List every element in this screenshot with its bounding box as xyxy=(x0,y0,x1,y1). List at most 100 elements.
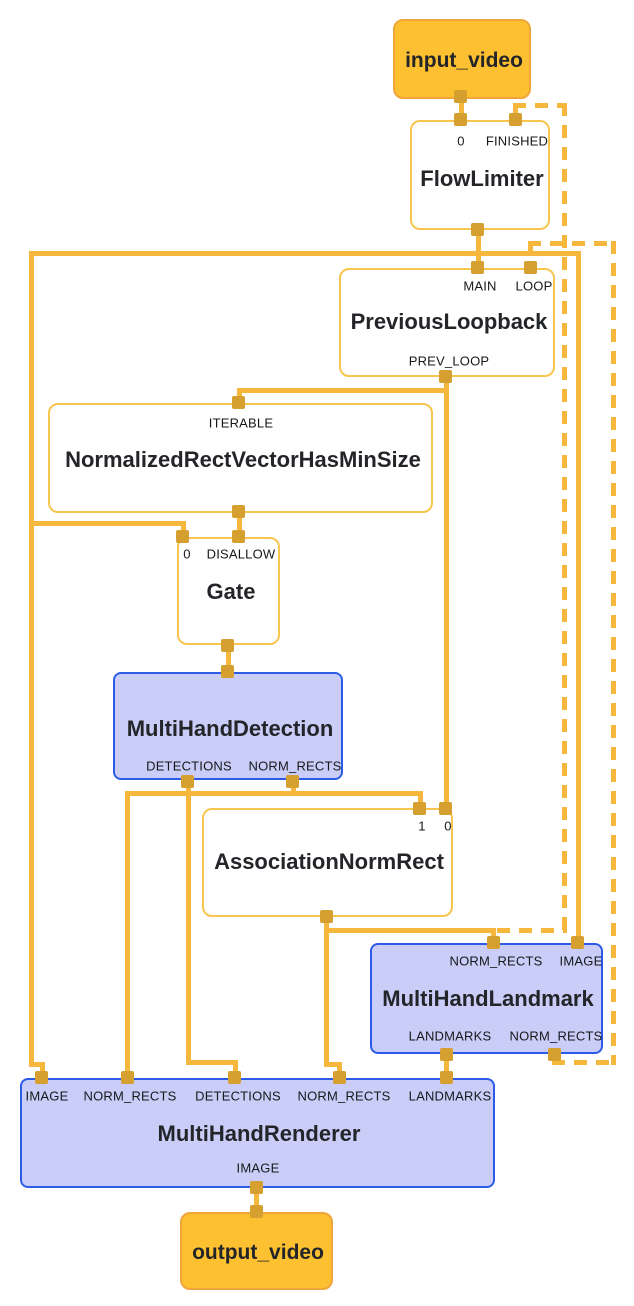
edge-detections-to-renderer xyxy=(233,1060,238,1078)
input-video-label: input_video xyxy=(405,49,523,72)
port-multi-hand-detection-in xyxy=(221,665,234,678)
backedge-finished-top xyxy=(513,103,567,108)
edge-normrects-to-association xyxy=(418,791,423,809)
port-multi-hand-renderer-in-norm-rects-1 xyxy=(121,1071,134,1084)
multi-hand-landmark-input-image: IMAGE xyxy=(559,953,603,969)
flow-limiter-input-finished: FINISHED xyxy=(485,133,549,149)
edge-association-to-landmark-stub xyxy=(491,928,496,943)
multi-hand-renderer-title: MultiHandRenderer xyxy=(157,1121,361,1146)
node-multi-hand-detection[interactable]: MultiHandDetection DETECTIONS NORM_RECTS xyxy=(113,672,343,780)
port-multi-hand-detection-out-detections xyxy=(181,775,194,788)
port-previous-loopback-in-main xyxy=(471,261,484,274)
gate-title: Gate xyxy=(206,579,256,604)
multi-hand-landmark-output-landmarks: LANDMARKS xyxy=(408,1028,492,1044)
association-input-1: 1 xyxy=(418,818,426,834)
port-input-video-out xyxy=(454,90,467,103)
port-multi-hand-renderer-in-norm-rects-2 xyxy=(333,1071,346,1084)
multi-hand-renderer-input-norm-rects-2: NORM_RECTS xyxy=(297,1088,391,1104)
previous-loopback-output-prev-loop: PREV_LOOP xyxy=(408,353,490,369)
multi-hand-detection-output-norm-rects: NORM_RECTS xyxy=(248,758,342,774)
multi-hand-landmark-input-norm-rects: NORM_RECTS xyxy=(449,953,543,969)
edge-renderer-to-outputvideo xyxy=(254,1188,259,1212)
backedge-finished-bottom xyxy=(497,928,567,933)
node-normalized-rect-vector-has-min-size[interactable]: ITERABLE NormalizedRectVectorHasMinSize xyxy=(48,403,433,513)
edge-left-trunk xyxy=(29,251,34,1065)
multi-hand-renderer-input-landmarks: LANDMARKS xyxy=(408,1088,492,1104)
multi-hand-renderer-output-image: IMAGE xyxy=(236,1160,280,1176)
multi-hand-detection-title: MultiHandDetection xyxy=(126,716,334,741)
backedge-finished-vertical xyxy=(562,103,567,932)
edge-detections-jog xyxy=(186,1060,237,1065)
port-flow-limiter-in-0 xyxy=(454,113,467,126)
node-multi-hand-renderer[interactable]: IMAGE NORM_RECTS DETECTIONS NORM_RECTS L… xyxy=(20,1078,495,1188)
min-size-title: NormalizedRectVectorHasMinSize xyxy=(65,447,421,472)
port-association-out xyxy=(320,910,333,923)
backedge-loop-stub xyxy=(528,241,533,268)
previous-loopback-title: PreviousLoopback xyxy=(350,309,548,334)
node-association-norm-rect[interactable]: 1 0 AssociationNormRect xyxy=(202,808,453,917)
gate-input-disallow: DISALLOW xyxy=(206,546,276,562)
edge-normrects-horizontal xyxy=(125,791,422,796)
port-multi-hand-renderer-out-image xyxy=(250,1181,263,1194)
port-min-size-in-iterable xyxy=(232,396,245,409)
port-multi-hand-renderer-in-detections xyxy=(228,1071,241,1084)
edge-flowlimiter-out-horizontal xyxy=(29,251,578,256)
port-gate-in-disallow xyxy=(232,530,245,543)
port-multi-hand-landmark-in-norm-rects xyxy=(487,936,500,949)
output-video-label: output_video xyxy=(192,1241,324,1264)
multi-hand-renderer-input-image: IMAGE xyxy=(25,1088,69,1104)
backedge-loop-top xyxy=(528,241,616,246)
edge-prevloop-to-iterable-stub xyxy=(237,388,242,403)
node-multi-hand-landmark[interactable]: NORM_RECTS IMAGE MultiHandLandmark LANDM… xyxy=(370,943,603,1054)
association-input-0: 0 xyxy=(444,818,452,834)
gate-input-0: 0 xyxy=(183,546,191,562)
port-output-video-in xyxy=(250,1205,263,1218)
edge-trunk-to-gate-horizontal xyxy=(29,521,185,526)
edge-association-out-vertical xyxy=(324,917,329,1065)
port-multi-hand-renderer-in-landmarks xyxy=(440,1071,453,1084)
node-gate[interactable]: 0 DISALLOW Gate xyxy=(177,537,280,645)
edge-left-trunk-jog xyxy=(29,1062,42,1067)
edge-normrects-to-renderer xyxy=(125,791,130,1078)
backedge-loop-vertical xyxy=(611,241,616,1065)
edge-gate-to-detection xyxy=(226,646,231,672)
edge-association-to-landmark-horizontal xyxy=(324,928,494,933)
edge-minsize-to-disallow xyxy=(237,512,242,537)
port-flow-limiter-in-finished xyxy=(509,113,522,126)
edge-normrects-stub xyxy=(291,782,296,795)
edge-association-to-renderer-jog xyxy=(324,1062,340,1067)
port-association-in-0 xyxy=(439,802,452,815)
backedge-finished-stub xyxy=(513,103,518,120)
flow-limiter-input-0: 0 xyxy=(457,133,465,149)
edge-detections-vertical xyxy=(186,782,191,1065)
multi-hand-landmark-output-norm-rects: NORM_RECTS xyxy=(509,1028,603,1044)
node-input-video[interactable]: input_video xyxy=(393,19,531,99)
previous-loopback-input-loop: LOOP xyxy=(515,278,553,294)
port-multi-hand-landmark-out-landmarks xyxy=(440,1048,453,1061)
edge-left-trunk-to-renderer-image xyxy=(40,1062,45,1078)
port-multi-hand-renderer-in-image xyxy=(35,1071,48,1084)
previous-loopback-input-main: MAIN xyxy=(463,278,497,294)
multi-hand-detection-output-detections: DETECTIONS xyxy=(146,758,232,774)
port-gate-in-0 xyxy=(176,530,189,543)
flow-limiter-title: FlowLimiter xyxy=(420,166,544,191)
node-output-video[interactable]: output_video xyxy=(180,1212,333,1290)
port-previous-loopback-in-loop xyxy=(524,261,537,274)
node-flow-limiter[interactable]: 0 FINISHED FlowLimiter xyxy=(410,120,550,230)
backedge-loop-bottom xyxy=(552,1060,616,1065)
port-gate-out xyxy=(221,639,234,652)
edge-association-to-renderer-stub xyxy=(337,1062,342,1078)
port-flow-limiter-out xyxy=(471,223,484,236)
edge-right-trunk-to-landmark-image xyxy=(576,251,581,943)
port-multi-hand-detection-out-norm-rects xyxy=(286,775,299,788)
multi-hand-renderer-input-norm-rects-1: NORM_RECTS xyxy=(83,1088,177,1104)
min-size-input-iterable: ITERABLE xyxy=(208,415,274,431)
node-previous-loopback[interactable]: MAIN LOOP PreviousLoopback PREV_LOOP xyxy=(339,268,555,377)
port-min-size-out xyxy=(232,505,245,518)
port-previous-loopback-out-prev-loop xyxy=(439,370,452,383)
edge-flowlimiter-out-vertical xyxy=(476,230,481,268)
edge-prevloop-horizontal xyxy=(237,388,446,393)
edge-inputvideo-to-flowlimiter xyxy=(459,97,464,120)
port-multi-hand-landmark-in-image xyxy=(571,936,584,949)
